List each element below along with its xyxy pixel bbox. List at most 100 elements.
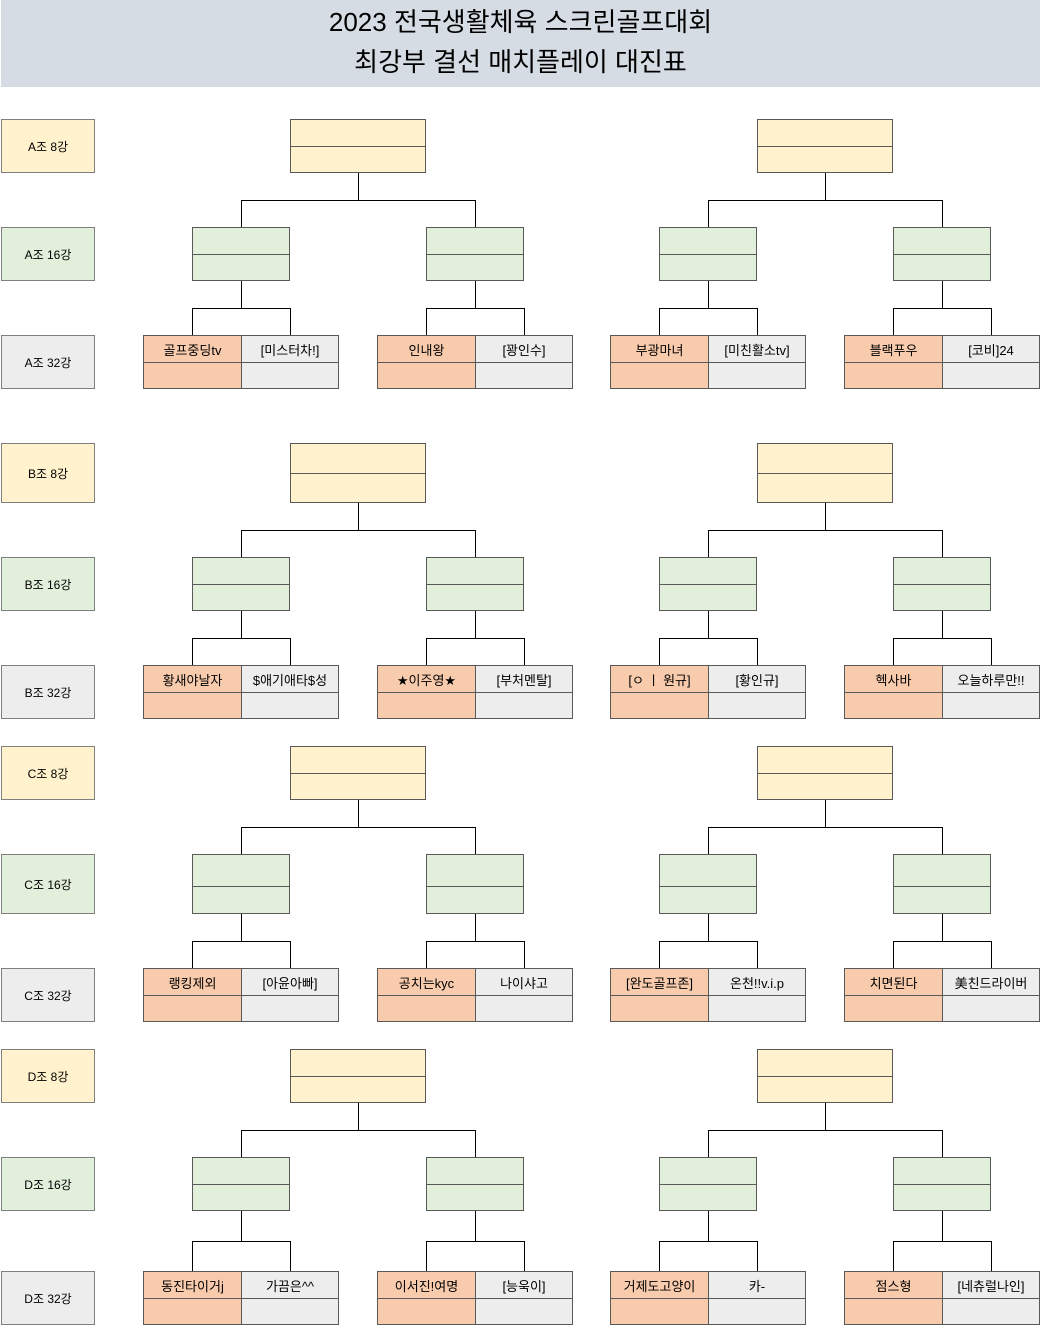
- score-cell: [942, 1298, 1040, 1325]
- score-cell: [475, 995, 573, 1022]
- score-cell: [475, 362, 573, 389]
- score-cell: [143, 995, 242, 1022]
- slot-divider: [894, 1184, 990, 1185]
- player-name: 나이샤고: [475, 968, 573, 996]
- player-name: [꽝인수]: [475, 335, 573, 363]
- group-0-round-8-slot: [757, 119, 893, 173]
- bracket-connector: [893, 308, 992, 309]
- slot-divider: [427, 886, 523, 887]
- bracket-connector: [358, 503, 359, 530]
- bracket-connector: [825, 173, 826, 200]
- bracket-connector: [893, 1241, 894, 1271]
- bracket-connector: [290, 1241, 291, 1271]
- group-1-round-8-label: B조 8강: [1, 443, 95, 503]
- bracket-connector: [192, 308, 193, 335]
- player-name: 골프중딩tv: [143, 335, 242, 363]
- bracket-connector: [358, 173, 359, 200]
- player-name: $애기애타$성: [241, 665, 339, 693]
- player-name: [완도골프존]: [610, 968, 709, 996]
- player-name: [코비]24: [942, 335, 1040, 363]
- bracket-connector: [659, 308, 758, 309]
- slot-divider: [193, 886, 289, 887]
- group-3-round-8-slot: [290, 1049, 426, 1103]
- bracket-connector: [241, 200, 242, 227]
- bracket-connector: [475, 200, 476, 227]
- bracket-connector: [475, 611, 476, 638]
- group-1-round-8-slot: [290, 443, 426, 503]
- bracket-connector: [426, 308, 525, 309]
- bracket-connector: [893, 638, 992, 639]
- bracket-connector: [426, 1241, 525, 1242]
- slot-divider: [291, 773, 425, 774]
- score-cell: [241, 362, 339, 389]
- player-name: 황새야날자: [143, 665, 242, 693]
- bracket-connector: [475, 530, 476, 557]
- bracket-connector: [659, 308, 660, 335]
- bracket-connector: [659, 638, 660, 665]
- score-cell: [708, 362, 806, 389]
- group-1-round-16-slot: [893, 557, 991, 611]
- bracket-connector: [524, 638, 525, 665]
- bracket-connector: [991, 638, 992, 665]
- bracket-connector: [757, 1241, 758, 1271]
- score-cell: [942, 692, 1040, 719]
- bracket-connector: [825, 800, 826, 827]
- bracket-connector: [757, 308, 758, 335]
- slot-divider: [660, 1184, 756, 1185]
- score-cell: [844, 1298, 943, 1325]
- bracket-connector: [241, 530, 476, 531]
- group-2-round-16-slot: [659, 854, 757, 914]
- slot-divider: [291, 473, 425, 474]
- bracket-connector: [991, 308, 992, 335]
- slot-divider: [291, 1076, 425, 1077]
- bracket-connector: [708, 1211, 709, 1241]
- bracket-connector: [475, 827, 476, 854]
- bracket-connector: [241, 281, 242, 308]
- player-name: ★이주영★: [377, 665, 476, 693]
- bracket-connector: [192, 1241, 193, 1271]
- player-name: [미스터차!]: [241, 335, 339, 363]
- bracket-connector: [426, 941, 525, 942]
- group-3-round-8-slot: [757, 1049, 893, 1103]
- player-name: [능욱이]: [475, 1271, 573, 1299]
- score-cell: [475, 1298, 573, 1325]
- bracket-connector: [290, 941, 291, 968]
- bracket-connector: [708, 281, 709, 308]
- score-cell: [143, 1298, 242, 1325]
- bracket-connector: [893, 638, 894, 665]
- bracket-connector: [708, 914, 709, 941]
- group-1-round-16-slot: [659, 557, 757, 611]
- group-3-round-16-slot: [659, 1157, 757, 1211]
- group-0-round-16-label: A조 16강: [1, 227, 95, 281]
- bracket-connector: [475, 914, 476, 941]
- score-cell: [377, 692, 476, 719]
- slot-divider: [660, 886, 756, 887]
- score-cell: [708, 995, 806, 1022]
- score-cell: [844, 362, 943, 389]
- score-cell: [610, 1298, 709, 1325]
- slot-divider: [758, 773, 892, 774]
- slot-divider: [193, 1184, 289, 1185]
- score-cell: [942, 995, 1040, 1022]
- score-cell: [610, 362, 709, 389]
- bracket-connector: [942, 530, 943, 557]
- score-cell: [377, 362, 476, 389]
- score-cell: [143, 362, 242, 389]
- slot-divider: [193, 254, 289, 255]
- player-name: 카-: [708, 1271, 806, 1299]
- bracket-connector: [708, 530, 943, 531]
- bracket-connector: [475, 1130, 476, 1157]
- group-1-round-16-slot: [192, 557, 290, 611]
- bracket-connector: [426, 941, 427, 968]
- group-0-round-8-label: A조 8강: [1, 119, 95, 173]
- group-1-round-16-label: B조 16강: [1, 557, 95, 611]
- bracket-connector: [241, 827, 476, 828]
- bracket-connector: [708, 200, 943, 201]
- bracket-connector: [192, 308, 291, 309]
- bracket-connector: [241, 1130, 242, 1157]
- bracket-connector: [708, 827, 943, 828]
- score-cell: [241, 692, 339, 719]
- slot-divider: [193, 584, 289, 585]
- bracket-connector: [192, 638, 291, 639]
- bracket-connector: [825, 1103, 826, 1130]
